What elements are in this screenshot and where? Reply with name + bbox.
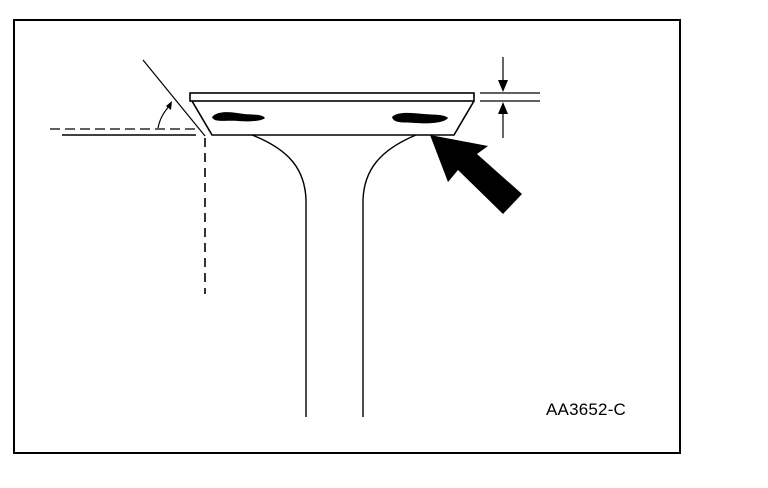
angle-arrowhead-icon xyxy=(166,101,172,110)
seat-angle-indicator xyxy=(50,59,206,294)
pointer-arrow xyxy=(430,135,522,214)
figure-reference-code: AA3652-C xyxy=(546,400,627,419)
valve-stem xyxy=(251,134,417,417)
dimension-arrow-down-icon xyxy=(498,80,508,92)
margin-dimension xyxy=(480,57,540,138)
valve-head xyxy=(189,92,475,136)
dimension-arrow-up-icon xyxy=(498,102,508,114)
figure-border xyxy=(13,19,681,454)
valve-face-deposits xyxy=(212,112,448,124)
